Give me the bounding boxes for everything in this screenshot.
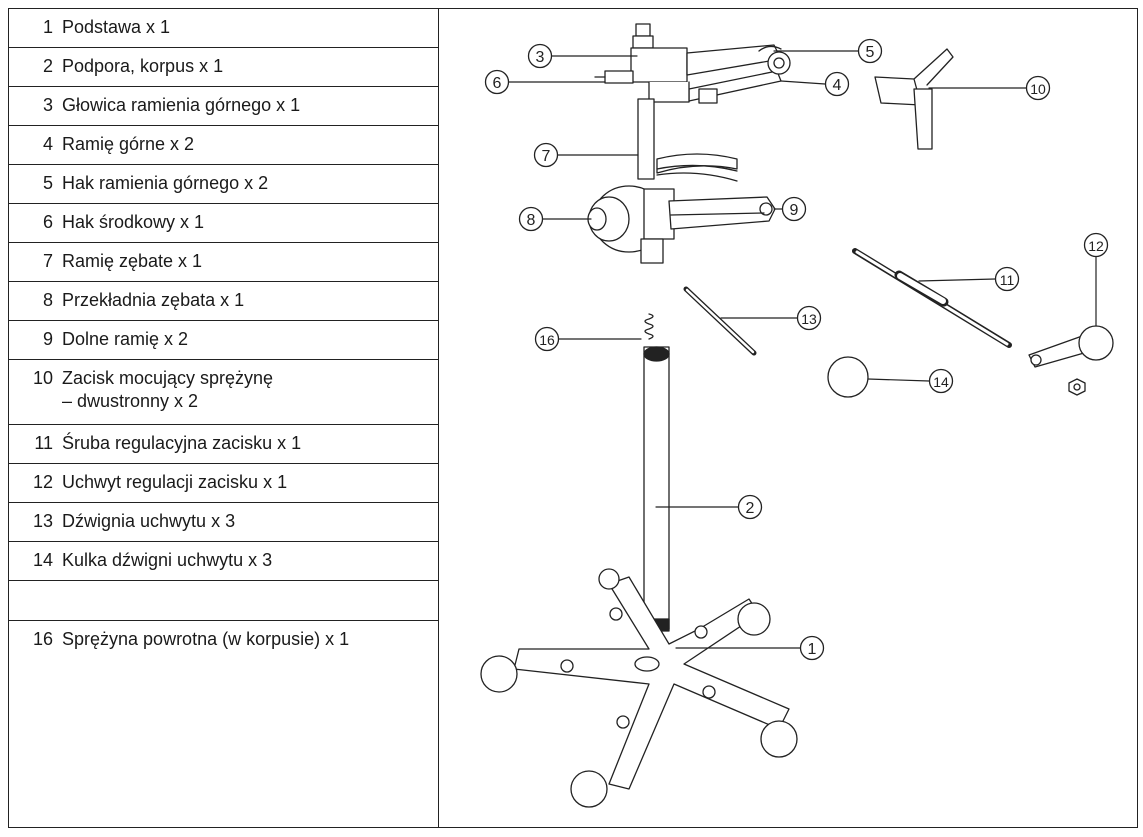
callout-5: 5	[857, 38, 883, 64]
callout-11: 11	[994, 266, 1020, 292]
callout-4: 4	[824, 71, 850, 97]
part-row-4: 4 Ramię górne x 2	[9, 126, 438, 165]
svg-text:7: 7	[542, 148, 551, 165]
callout-12: 12	[1083, 232, 1109, 258]
svg-text:5: 5	[866, 44, 875, 61]
adjusting-screw-drawing	[852, 248, 1012, 348]
callout-16: 16	[534, 326, 560, 352]
svg-text:3: 3	[536, 49, 545, 66]
callout-10: 10	[1025, 75, 1051, 101]
part-row-8: 8 Przekładnia zębata x 1	[9, 282, 438, 321]
part-label-continued: – dwustronny x 2	[62, 391, 199, 411]
part-number: 11	[34, 433, 53, 453]
part-number: 6	[42, 212, 53, 232]
support-post-drawing	[643, 346, 670, 632]
part-number: 7	[42, 251, 53, 271]
part-label: Przekładnia zębata x 1	[62, 290, 245, 310]
part-number: 4	[42, 134, 53, 154]
part-label: Ramię górne x 2	[62, 134, 195, 154]
assembly-sheet: 1 Podstawa x 1 2 Podpora, korpus x 1 3 G…	[8, 8, 1138, 828]
callout-7: 7	[533, 142, 559, 168]
svg-text:10: 10	[1030, 81, 1046, 97]
svg-text:4: 4	[833, 77, 842, 94]
part-label: Śruba regulacyjna zacisku x 1	[62, 433, 302, 453]
lever-ball-drawing	[827, 356, 869, 398]
svg-text:12: 12	[1088, 238, 1104, 254]
part-number: 9	[42, 329, 53, 349]
part-label: Zacisk mocujący sprężynę	[62, 368, 274, 388]
part-label: Dolne ramię x 2	[62, 329, 189, 349]
svg-text:14: 14	[933, 374, 949, 390]
callout-1: 1	[799, 635, 825, 661]
part-row-13: 13 Dźwignia uchwytu x 3	[9, 503, 438, 542]
part-number: 12	[32, 472, 53, 492]
part-row-6: 6 Hak środkowy x 1	[9, 204, 438, 243]
grip-lever-drawing	[683, 286, 757, 356]
part-number: 14	[32, 550, 53, 570]
part-row-12: 12 Uchwyt regulacji zacisku x 1	[9, 464, 438, 503]
part-row-1: 1 Podstawa x 1	[9, 9, 438, 48]
part-number: 10	[32, 368, 53, 388]
svg-text:2: 2	[746, 500, 755, 517]
callout-8: 8	[518, 206, 544, 232]
callout-13: 13	[796, 305, 822, 331]
part-number: 5	[42, 173, 53, 193]
callout-3: 3	[527, 43, 553, 69]
callout-9: 9	[781, 196, 807, 222]
part-label: Podstawa x 1	[62, 17, 171, 37]
svg-text:1: 1	[808, 641, 817, 658]
part-label: Ramię zębate x 1	[62, 251, 203, 271]
part-row-11: 11 Śruba regulacyjna zacisku x 1	[9, 425, 438, 464]
adjust-handle-drawing	[1028, 325, 1114, 396]
part-number: 3	[42, 95, 53, 115]
exploded-parts-diagram: 3 6 5 4 10 7 8 9	[480, 23, 1114, 808]
part-row-16: 16 Sprężyna powrotna (w korpusie) x 1	[9, 621, 438, 827]
svg-text:9: 9	[790, 202, 799, 219]
callout-2: 2	[737, 494, 763, 520]
part-label: Hak ramienia górnego x 2	[62, 173, 269, 193]
part-number: 8	[42, 290, 53, 310]
part-label: Dźwignia uchwytu x 3	[62, 511, 236, 531]
return-spring-drawing	[644, 313, 654, 340]
svg-text:8: 8	[527, 212, 536, 229]
part-row-9: 9 Dolne ramię x 2	[9, 321, 438, 360]
gear-rod-drawing	[637, 98, 738, 182]
part-row-7: 7 Ramię zębate x 1	[9, 243, 438, 282]
base-drawing	[480, 568, 798, 808]
part-number: 13	[32, 511, 53, 531]
part-row-5: 5 Hak ramienia górnego x 2	[9, 165, 438, 204]
part-label: Głowica ramienia górnego x 1	[62, 95, 301, 115]
svg-text:16: 16	[539, 332, 555, 348]
part-label: Kulka dźwigni uchwytu x 3	[62, 550, 273, 570]
part-number: 1	[42, 17, 53, 37]
svg-text:6: 6	[493, 75, 502, 92]
parts-list-table: 1 Podstawa x 1 2 Podpora, korpus x 1 3 G…	[9, 9, 439, 827]
part-row-2: 2 Podpora, korpus x 1	[9, 48, 438, 87]
part-row-3: 3 Głowica ramienia górnego x 1	[9, 87, 438, 126]
part-number: 2	[42, 56, 53, 76]
spring-clamp-drawing	[874, 48, 954, 150]
leader-lines	[507, 50, 1097, 649]
part-row-10: 10 Zacisk mocujący sprężynę – dwustronny…	[9, 360, 438, 425]
callout-6: 6	[484, 69, 510, 95]
gear-housing-drawing	[587, 185, 776, 264]
part-row-empty	[9, 581, 438, 621]
svg-text:11: 11	[1000, 272, 1015, 288]
svg-text:13: 13	[801, 311, 817, 327]
part-label: Podpora, korpus x 1	[62, 56, 224, 76]
part-label: Sprężyna powrotna (w korpusie) x 1	[62, 629, 350, 649]
part-label: Hak środkowy x 1	[62, 212, 205, 232]
part-label: Uchwyt regulacji zacisku x 1	[62, 472, 288, 492]
upper-arm-head-drawing	[594, 23, 791, 104]
part-row-14: 14 Kulka dźwigni uchwytu x 3	[9, 542, 438, 581]
part-number: 16	[32, 629, 53, 649]
callout-14: 14	[928, 368, 954, 394]
